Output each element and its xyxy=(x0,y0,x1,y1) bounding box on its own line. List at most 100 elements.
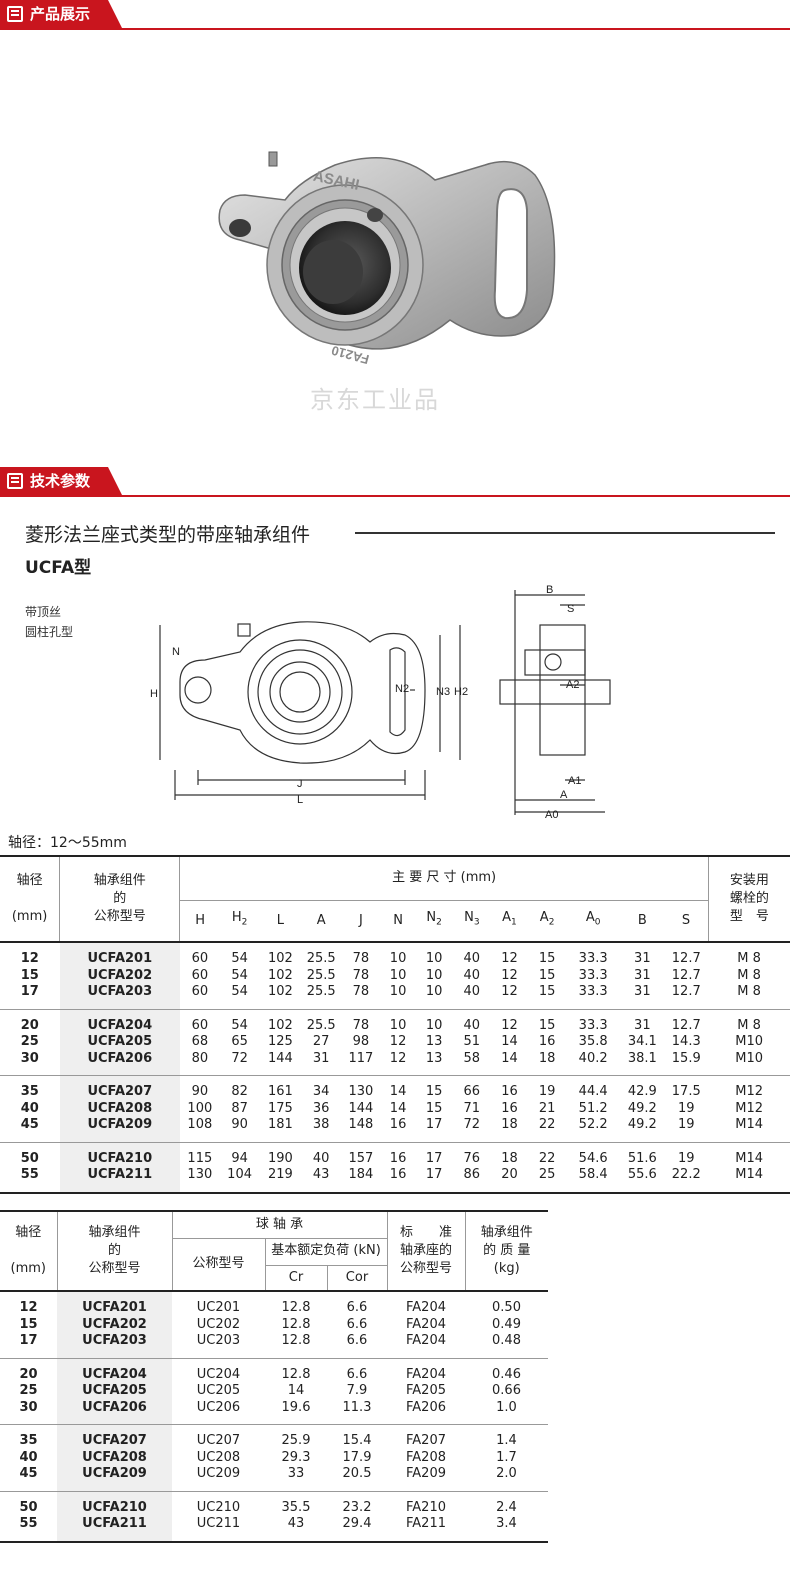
cell-line: M14 xyxy=(735,1167,763,1182)
label-n2: N2 xyxy=(395,683,409,695)
cell-line: FA205 xyxy=(406,1383,446,1398)
cell-line: 34 xyxy=(312,1084,330,1099)
cell-line: 12 xyxy=(501,1017,518,1033)
header-shaft: 轴径 (mm) xyxy=(0,1211,58,1292)
cell-line: 65 xyxy=(231,1034,248,1049)
cell-line: 12 xyxy=(501,984,518,999)
cell-line: M 8 xyxy=(737,967,761,983)
cell-line: 175 xyxy=(267,1100,293,1116)
cell-line: 33.3 xyxy=(578,951,608,966)
cell-line: 30 xyxy=(19,1399,38,1415)
shaft-range: 轴径：12～55mm xyxy=(8,835,127,851)
cell-line: UCFA204 xyxy=(82,1366,147,1382)
cell-line: 90 xyxy=(231,1117,248,1132)
cell-line: 14 xyxy=(287,1383,305,1398)
cell-line: 68 xyxy=(191,1034,209,1049)
cell-line: 17.5 xyxy=(671,1084,701,1099)
cell-line: UCFA207 xyxy=(82,1433,147,1448)
col-header: H xyxy=(179,900,220,943)
cell-line: 25.5 xyxy=(306,951,336,966)
cell-line: 102 xyxy=(267,1017,293,1033)
cell-line: FA206 xyxy=(406,1399,446,1415)
cell-line: 1.7 xyxy=(496,1449,517,1465)
cell-line: M10 xyxy=(735,1050,763,1066)
cell-line: UCFA210 xyxy=(82,1499,147,1515)
cell-line: 50 xyxy=(20,1150,39,1166)
cell-line: 54 xyxy=(231,951,248,966)
header-cor: Cor xyxy=(327,1265,388,1292)
cell-line: 14 xyxy=(389,1100,407,1116)
cell-line: 40 xyxy=(312,1150,330,1166)
label-n3: N3 xyxy=(436,686,450,698)
cell-line: 10 xyxy=(425,984,443,999)
note-cylindrical-bore: 圆柱孔型 xyxy=(25,625,74,639)
cell-line: 14 xyxy=(501,1050,518,1066)
cell-line: UCFA209 xyxy=(87,1117,153,1132)
cell-line: 58.4 xyxy=(578,1167,608,1182)
cell-line: 16 xyxy=(389,1150,407,1166)
col-header: N3 xyxy=(452,900,491,943)
cell-line: M 8 xyxy=(737,984,761,999)
cell-line: 16 xyxy=(538,1034,556,1049)
cell-line: 144 xyxy=(267,1050,293,1066)
cell-line: 60 xyxy=(191,984,209,999)
cell-line: 6.6 xyxy=(346,1300,368,1315)
cell-line: M12 xyxy=(735,1084,763,1099)
cell-line: 19 xyxy=(677,1100,695,1116)
cell-line: 12.7 xyxy=(671,984,701,999)
cell-line: M14 xyxy=(735,1117,763,1132)
cell-line: 90 xyxy=(191,1084,209,1099)
cell-line: 29.3 xyxy=(281,1449,311,1465)
cell-line: UCFA204 xyxy=(87,1017,153,1033)
cell-line: 66 xyxy=(463,1084,481,1099)
note-set-screw: 带顶丝 xyxy=(25,605,62,619)
cell-line: 31 xyxy=(312,1050,330,1066)
cell-line: 14 xyxy=(389,1084,407,1099)
label-a: A xyxy=(560,789,568,801)
bearing-table: 轴径 (mm) 轴承组件的公称型号 球 轴 承 标 准轴承座的公称型号 轴承组件… xyxy=(0,1210,548,1543)
cell-line: 12.7 xyxy=(671,1017,701,1033)
cell-line: M12 xyxy=(735,1100,763,1116)
section-title: 产品展示 xyxy=(30,5,91,23)
cell-line: UCFA206 xyxy=(82,1399,147,1415)
label-a1: A1 xyxy=(568,775,581,787)
cell-line: 40 xyxy=(20,1100,39,1116)
cell-line: 33.3 xyxy=(578,967,608,983)
cell-line: 58 xyxy=(463,1050,481,1066)
cell-line: 10 xyxy=(389,967,407,983)
cell-line: UCFA208 xyxy=(87,1100,153,1116)
cell-line: 10 xyxy=(389,951,407,966)
cell-line: 78 xyxy=(352,951,370,966)
cell-line: 36 xyxy=(312,1100,330,1116)
cell-line: 52.2 xyxy=(578,1117,608,1132)
cell-line: 190 xyxy=(267,1150,293,1166)
cell-line: 20 xyxy=(19,1366,38,1382)
cell-line: UCFA208 xyxy=(82,1449,147,1465)
